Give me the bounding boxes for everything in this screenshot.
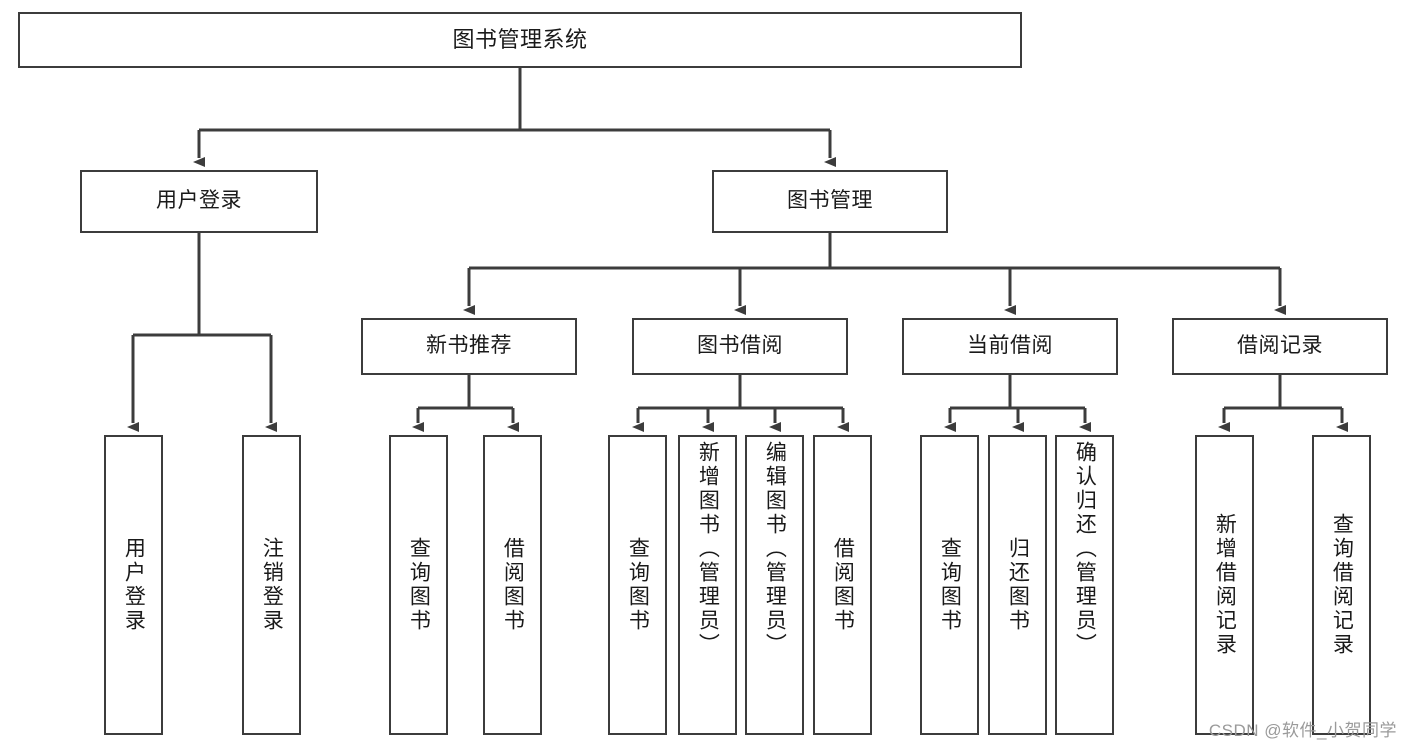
leaf-label: 查询图书	[407, 537, 431, 633]
node-borrow-record[interactable]: 借阅记录	[1172, 318, 1388, 375]
node-root-system[interactable]: 图书管理系统	[18, 12, 1022, 68]
leaf-label: 新增图书（管理员）	[696, 441, 720, 657]
leaf-label: 确认归还（管理员）	[1073, 441, 1097, 657]
leaf-label: 查询借阅记录	[1330, 513, 1354, 657]
node-label: 用户登录	[156, 189, 242, 213]
leaf-user-login-login[interactable]: 用户登录	[104, 435, 163, 735]
leaf-book-borrow-query[interactable]: 查询图书	[608, 435, 667, 735]
node-current-borrow[interactable]: 当前借阅	[902, 318, 1118, 375]
leaf-label: 注销登录	[260, 537, 284, 633]
leaf-borrow-record-add[interactable]: 新增借阅记录	[1195, 435, 1254, 735]
leaf-book-borrow-add[interactable]: 新增图书（管理员）	[678, 435, 737, 735]
leaf-user-login-logout[interactable]: 注销登录	[242, 435, 301, 735]
node-label: 图书借阅	[697, 334, 783, 358]
leaf-book-borrow-borrow[interactable]: 借阅图书	[813, 435, 872, 735]
node-label: 当前借阅	[967, 334, 1053, 358]
node-book-management[interactable]: 图书管理	[712, 170, 948, 233]
leaf-current-borrow-return[interactable]: 归还图书	[988, 435, 1047, 735]
leaf-borrow-record-query[interactable]: 查询借阅记录	[1312, 435, 1371, 735]
leaf-book-borrow-edit[interactable]: 编辑图书（管理员）	[745, 435, 804, 735]
leaf-label: 查询图书	[626, 537, 650, 633]
leaf-label: 借阅图书	[831, 537, 855, 633]
leaf-label: 归还图书	[1006, 537, 1030, 633]
leaf-label: 编辑图书（管理员）	[763, 441, 787, 657]
node-label: 图书管理系统	[452, 27, 588, 53]
node-label: 新书推荐	[426, 334, 512, 358]
leaf-label: 借阅图书	[501, 537, 525, 633]
leaf-new-book-borrow[interactable]: 借阅图书	[483, 435, 542, 735]
node-label: 图书管理	[787, 189, 873, 213]
leaf-current-borrow-query[interactable]: 查询图书	[920, 435, 979, 735]
leaf-new-book-query[interactable]: 查询图书	[389, 435, 448, 735]
leaf-label: 用户登录	[122, 537, 146, 633]
node-label: 借阅记录	[1237, 334, 1323, 358]
leaf-label: 查询图书	[938, 537, 962, 633]
node-new-book-recommend[interactable]: 新书推荐	[361, 318, 577, 375]
watermark-text: CSDN @软件_小贺同学	[1208, 721, 1397, 740]
node-user-login[interactable]: 用户登录	[80, 170, 318, 233]
leaf-current-borrow-confirm-return[interactable]: 确认归还（管理员）	[1055, 435, 1114, 735]
node-book-borrow[interactable]: 图书借阅	[632, 318, 848, 375]
leaf-label: 新增借阅记录	[1213, 513, 1237, 657]
